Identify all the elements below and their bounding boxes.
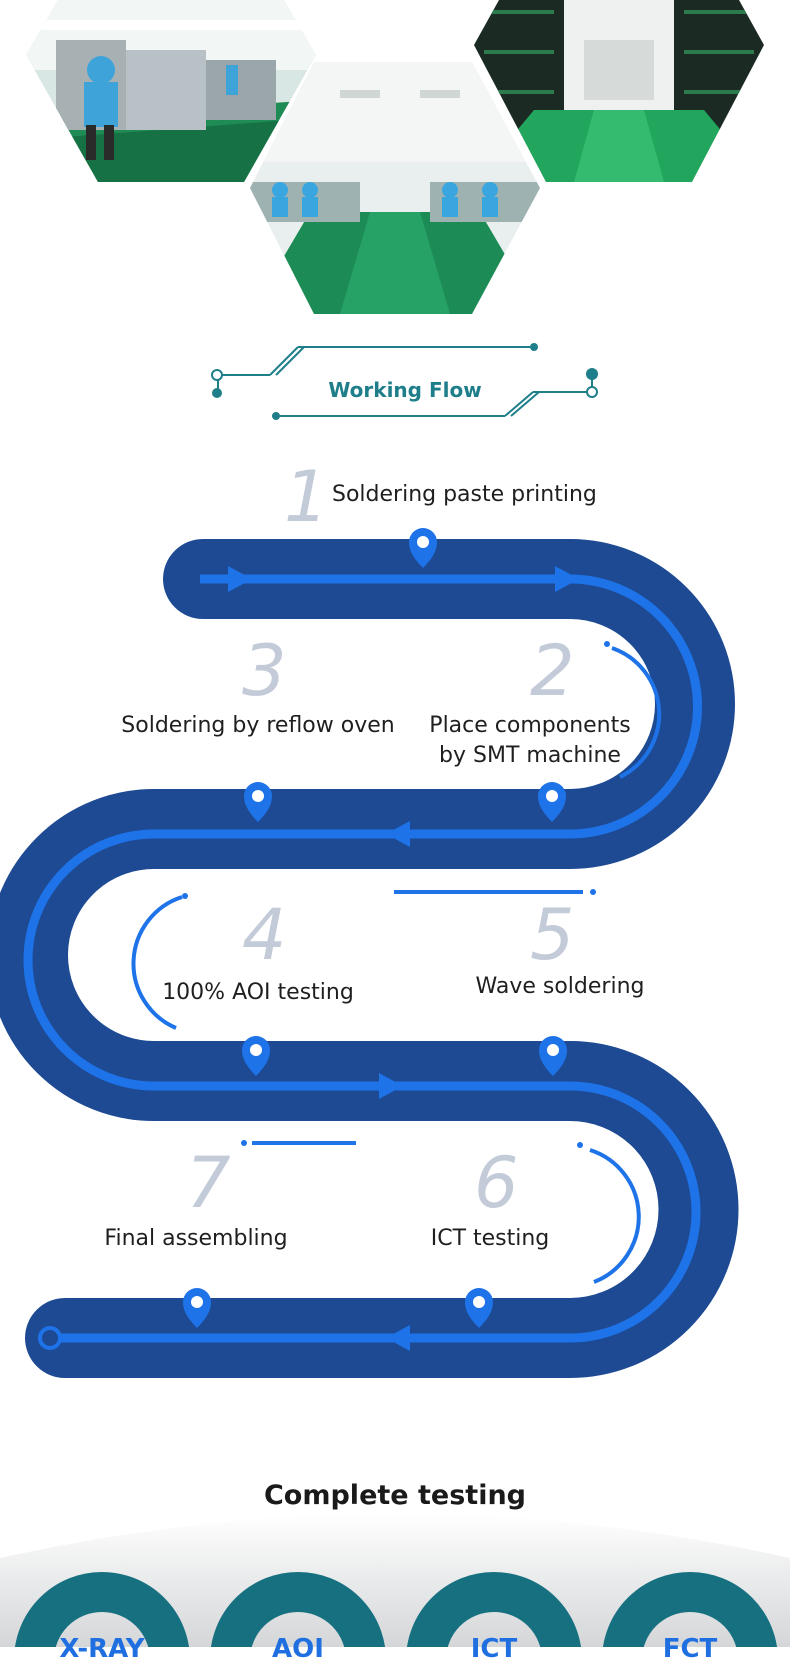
decor-arc	[131, 895, 183, 1030]
track-end-circle	[38, 1326, 62, 1350]
location-pin-icon	[409, 528, 437, 568]
factory-photo-storage-room	[474, 0, 764, 182]
step-label-line: by SMT machine	[439, 743, 621, 768]
testing-ring	[602, 1572, 778, 1647]
working-flow-circuit-frame	[211, 343, 598, 420]
step-number: 7	[186, 1142, 231, 1224]
testing-ring	[406, 1572, 582, 1647]
testing-ring-label: AOI	[272, 1634, 324, 1664]
testing-background-arc	[0, 1514, 790, 1647]
location-pin-icon	[538, 782, 566, 822]
step-number: 3	[242, 630, 287, 712]
step-label: Place components by SMT machine	[425, 711, 635, 771]
step-label: Soldering by reflow oven	[121, 713, 395, 738]
testing-ring-label: ICT	[470, 1634, 518, 1664]
track-arrow	[386, 1325, 410, 1351]
complete-testing-title: Complete testing	[263, 1480, 526, 1511]
working-flow-title: Working Flow	[328, 378, 482, 402]
step-label: 100% AOI testing	[162, 980, 354, 1005]
step-number: 2	[530, 630, 575, 712]
track-arrow	[386, 821, 410, 847]
step-number: 6	[474, 1142, 519, 1224]
track-arrow	[555, 566, 579, 592]
testing-ring	[210, 1572, 386, 1647]
step-number: 4	[242, 894, 287, 976]
step-number: 5	[530, 894, 575, 976]
location-pin-icon	[539, 1036, 567, 1076]
testing-ring-label: X-RAY	[59, 1634, 145, 1664]
step-label-line: Place components	[429, 713, 631, 738]
step-number: 1	[284, 456, 329, 538]
track-arrow	[228, 566, 252, 592]
testing-ring-label: FCT	[662, 1634, 718, 1664]
location-pin-icon	[242, 1036, 270, 1076]
factory-photo-smt-line	[26, 0, 316, 182]
decor-arc	[611, 646, 662, 779]
track-arrow	[379, 1073, 403, 1099]
location-pin-icon	[183, 1288, 211, 1328]
factory-photo-assembly-hall	[250, 62, 540, 314]
step-label: ICT testing	[430, 1226, 550, 1251]
location-pin-icon	[465, 1288, 493, 1328]
step-label: Final assembling	[104, 1226, 288, 1251]
step-label: Wave soldering	[475, 974, 645, 999]
track-line	[23, 574, 702, 1343]
step-label: Soldering paste printing	[332, 482, 597, 507]
testing-rings	[14, 1572, 778, 1647]
testing-ring	[14, 1572, 190, 1647]
decor-arc	[589, 1148, 641, 1284]
location-pin-icon	[244, 782, 272, 822]
